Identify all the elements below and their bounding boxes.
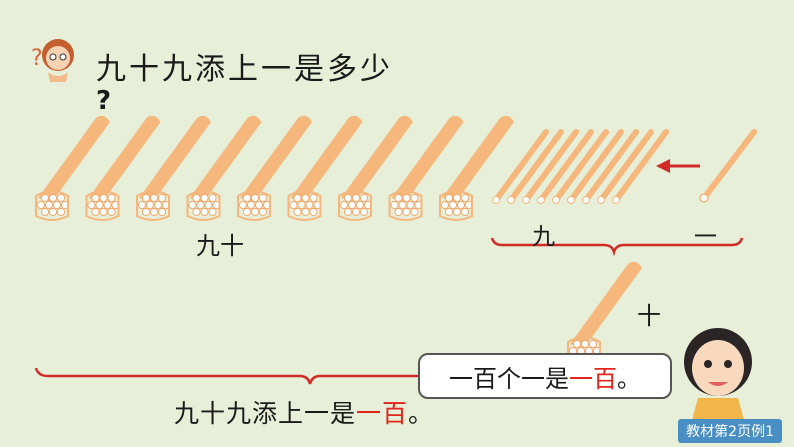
label-ten: 十 [637,302,661,330]
small-bracket [490,237,744,257]
loose-stick [508,129,564,203]
loose-stick-end [507,196,515,204]
textbook-caption: 教材第2页例1 [678,419,782,443]
long-bracket [34,367,580,385]
single-stick [699,129,757,203]
loose-stick [523,129,579,203]
sentence-suffix: 。 [408,399,435,428]
loose-stick-end [537,196,545,204]
loose-stick [583,129,639,203]
sentence-answer: 一百 [356,399,409,428]
new-ten-bundle [567,260,643,367]
loose-stick [493,129,549,203]
loose-stick [613,129,669,203]
loose-stick-end [612,196,620,204]
loose-stick [538,129,594,203]
loose-stick-end [522,196,530,204]
left-arrow-icon [656,159,700,173]
svg-text:?: ? [31,46,43,71]
ten-stick-bundles [35,114,515,221]
nine-loose-sticks [492,129,669,204]
thinking-girl-icon: ? [31,39,74,82]
question-mark: ? [96,86,112,116]
bubble-prefix: 一百个一是 [449,364,569,393]
loose-stick-end [567,196,575,204]
label-ninety: 九十 [196,232,244,260]
question-text: 九十九添上一是多少 [96,52,393,87]
sentence-prefix: 九十九添上一是 [174,399,357,428]
bubble-suffix: 。 [617,364,641,393]
loose-stick [568,129,624,203]
bubble-answer: 一百 [569,364,617,393]
label-one: 一 [694,224,717,250]
speaking-girl-icon [684,328,752,420]
loose-stick-end [597,196,605,204]
loose-stick-end [552,196,560,204]
loose-stick [553,129,609,203]
loose-stick-end [492,196,500,204]
loose-stick-end [582,196,590,204]
loose-stick [598,129,654,203]
speech-bubble: 一百个一是一百。 [418,353,672,399]
answer-sentence: 九十九添上一是一百。 [174,394,434,430]
label-nine: 九 [532,224,555,250]
